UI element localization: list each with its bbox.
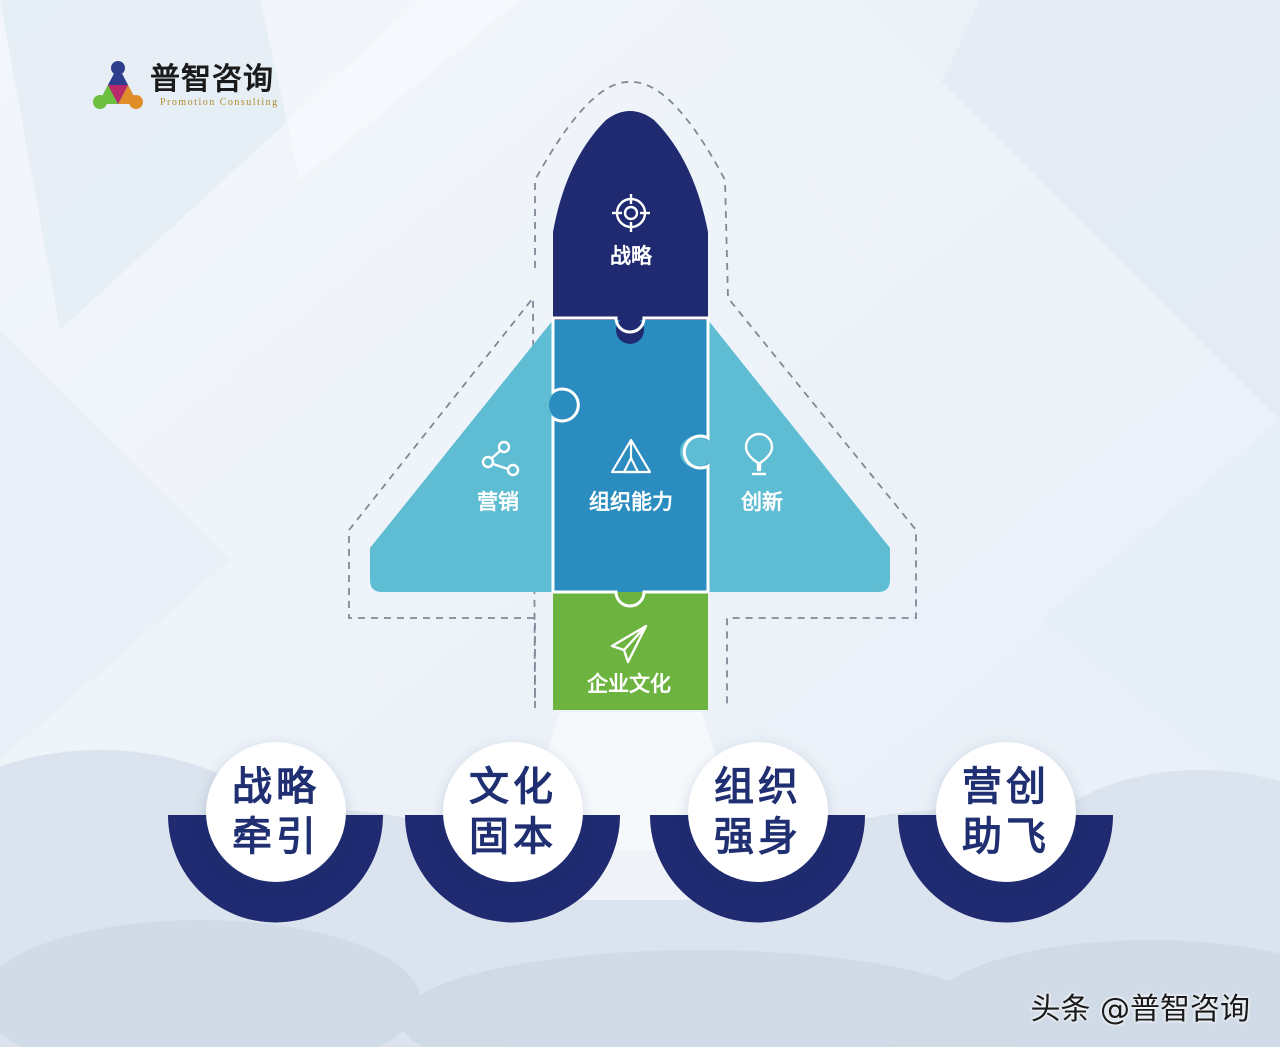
pillar-line2: 强身 [714, 814, 802, 860]
brand-name-en: Promotion Consulting [160, 97, 279, 108]
pillar-culture: 文化 固本 [443, 742, 583, 882]
paper-plane-icon [610, 624, 648, 664]
target-icon [612, 194, 650, 232]
left-wing-piece [370, 320, 553, 592]
right-wing-label: 创新 [741, 490, 783, 514]
pillar-line2: 助飞 [962, 814, 1050, 860]
pillar-line1: 组织 [714, 764, 802, 810]
pillar-organization: 组织 强身 [688, 742, 828, 882]
pillar-strategy: 战略 牵引 [206, 742, 346, 882]
brand-name-cn: 普智咨询 [150, 62, 274, 97]
source-watermark: 头条 @普智咨询 [1030, 992, 1250, 1027]
share-icon [481, 440, 520, 477]
brand-logo: 普智咨询 Promotion Consulting [92, 60, 279, 112]
left-wing-label: 营销 [477, 490, 519, 514]
pillar-line1: 战略 [232, 764, 320, 810]
body-label: 组织能力 [589, 490, 673, 514]
pillar-innovation: 营创 助飞 [936, 742, 1076, 882]
engine-label: 企业文化 [587, 672, 671, 696]
tri-dot-logo-icon [93, 61, 143, 109]
triangle-network-icon [610, 438, 652, 474]
lightbulb-icon [744, 432, 774, 476]
right-wing-piece [708, 320, 890, 592]
pillar-line1: 营创 [962, 764, 1050, 810]
pillar-line2: 牵引 [232, 814, 320, 860]
pillar-line2: 固本 [469, 814, 557, 860]
nose-label: 战略 [610, 244, 652, 268]
nose-piece [553, 111, 708, 320]
pillar-line1: 文化 [469, 764, 557, 810]
